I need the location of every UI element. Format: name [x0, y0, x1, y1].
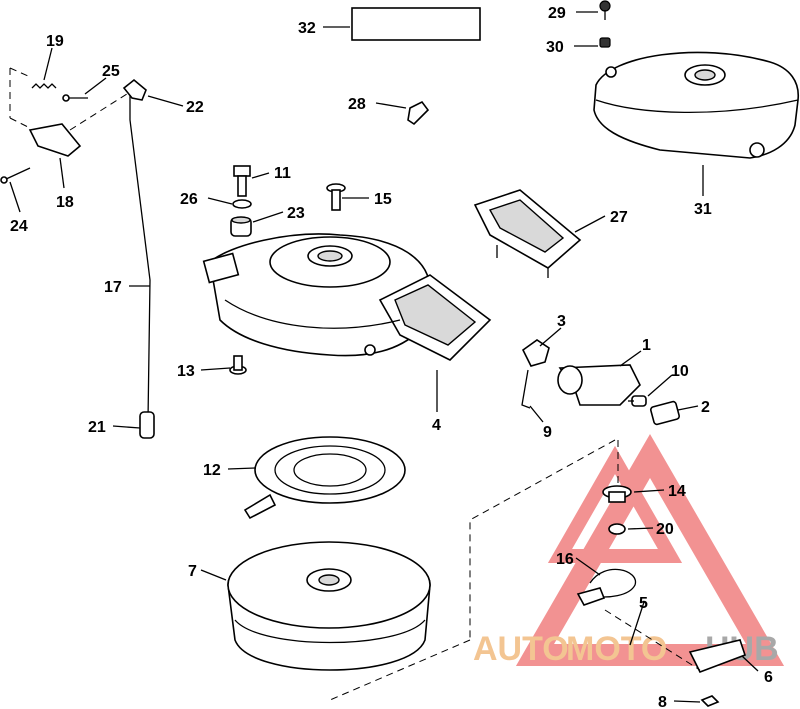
- part-3-pawl: [521, 339, 550, 367]
- callout-6: 6: [764, 669, 773, 686]
- callout-4: 4: [432, 417, 441, 434]
- callout-21: 21: [88, 419, 106, 436]
- callout-2: 2: [701, 399, 710, 416]
- part-16-spring: [584, 568, 636, 598]
- callout-22: 22: [186, 99, 204, 116]
- callout-26: 26: [180, 191, 198, 208]
- callout-5: 5: [639, 595, 648, 612]
- callout-25: 25: [102, 63, 120, 80]
- callout-16: 16: [556, 551, 574, 568]
- callout-10: 10: [671, 363, 689, 380]
- part-23-bushing: [230, 216, 252, 237]
- assembly-line: [329, 639, 471, 701]
- part-12-rewind-spring: [243, 436, 406, 520]
- part-21-link-end: [139, 411, 155, 439]
- part-15-pin: [326, 183, 346, 211]
- callout-11: 11: [274, 165, 291, 182]
- callout-20: 20: [656, 521, 674, 538]
- part-27-rope-guide: [473, 189, 582, 278]
- assembly-line: [9, 117, 31, 129]
- part-26-washer: [232, 199, 252, 209]
- assembly-line: [604, 609, 701, 671]
- assembly-line: [9, 67, 29, 77]
- part-4-starter-housing: [202, 233, 492, 361]
- part-25-pin: [62, 94, 88, 102]
- part-24-screw: [0, 167, 31, 184]
- part-11-bolt: [233, 165, 251, 197]
- part-2-plug: [649, 400, 681, 426]
- callout-13: 13: [177, 363, 195, 380]
- part-20-washer: [608, 523, 626, 535]
- callout-32: 32: [298, 20, 316, 37]
- callout-30: 30: [546, 39, 564, 56]
- callout-9: 9: [543, 424, 552, 441]
- watermark-text-moto: MOTO: [566, 630, 667, 668]
- part-32-decal: [351, 7, 481, 41]
- callout-8: 8: [658, 694, 667, 709]
- callout-14: 14: [668, 483, 686, 500]
- callout-17: 17: [104, 279, 122, 296]
- callout-31: 31: [694, 201, 712, 218]
- callout-27: 27: [610, 209, 628, 226]
- callout-18: 18: [56, 194, 74, 211]
- callout-28: 28: [348, 96, 366, 113]
- callout-1: 1: [642, 337, 651, 354]
- part-8-screw: [700, 695, 720, 707]
- part-19-spring: [31, 83, 57, 89]
- leader-lines: [9, 11, 759, 703]
- part-22-link-clip: [122, 78, 147, 101]
- callout-7: 7: [188, 563, 197, 580]
- part-5-pawl: [576, 587, 606, 606]
- callout-29: 29: [548, 5, 566, 22]
- watermark-logo: AUTO MOTO HUB: [473, 434, 785, 668]
- part-14-bushing: [602, 485, 632, 503]
- watermark-text-auto: AUTO: [473, 630, 569, 668]
- part-13-screw: [229, 355, 247, 375]
- part-30-grommet: [599, 37, 611, 48]
- part-28-clip: [407, 100, 430, 126]
- part-7-pulley: [227, 541, 431, 671]
- callout-3: 3: [557, 313, 566, 330]
- part-29-screw: [599, 0, 611, 20]
- part-18-interlock: [28, 123, 82, 157]
- part-31-starter-cover: [593, 51, 799, 159]
- callout-15: 15: [374, 191, 392, 208]
- callout-19: 19: [46, 33, 64, 50]
- part-1-handle: [557, 364, 641, 406]
- part-10-rope-anchor: [628, 395, 647, 407]
- callout-24: 24: [10, 218, 28, 235]
- part-9-spring: [521, 369, 531, 409]
- assembly-line: [469, 439, 616, 640]
- part-6-retainer: [688, 639, 747, 674]
- part-17-link-rod: [129, 95, 151, 421]
- callout-12: 12: [203, 462, 221, 479]
- callout-23: 23: [287, 205, 305, 222]
